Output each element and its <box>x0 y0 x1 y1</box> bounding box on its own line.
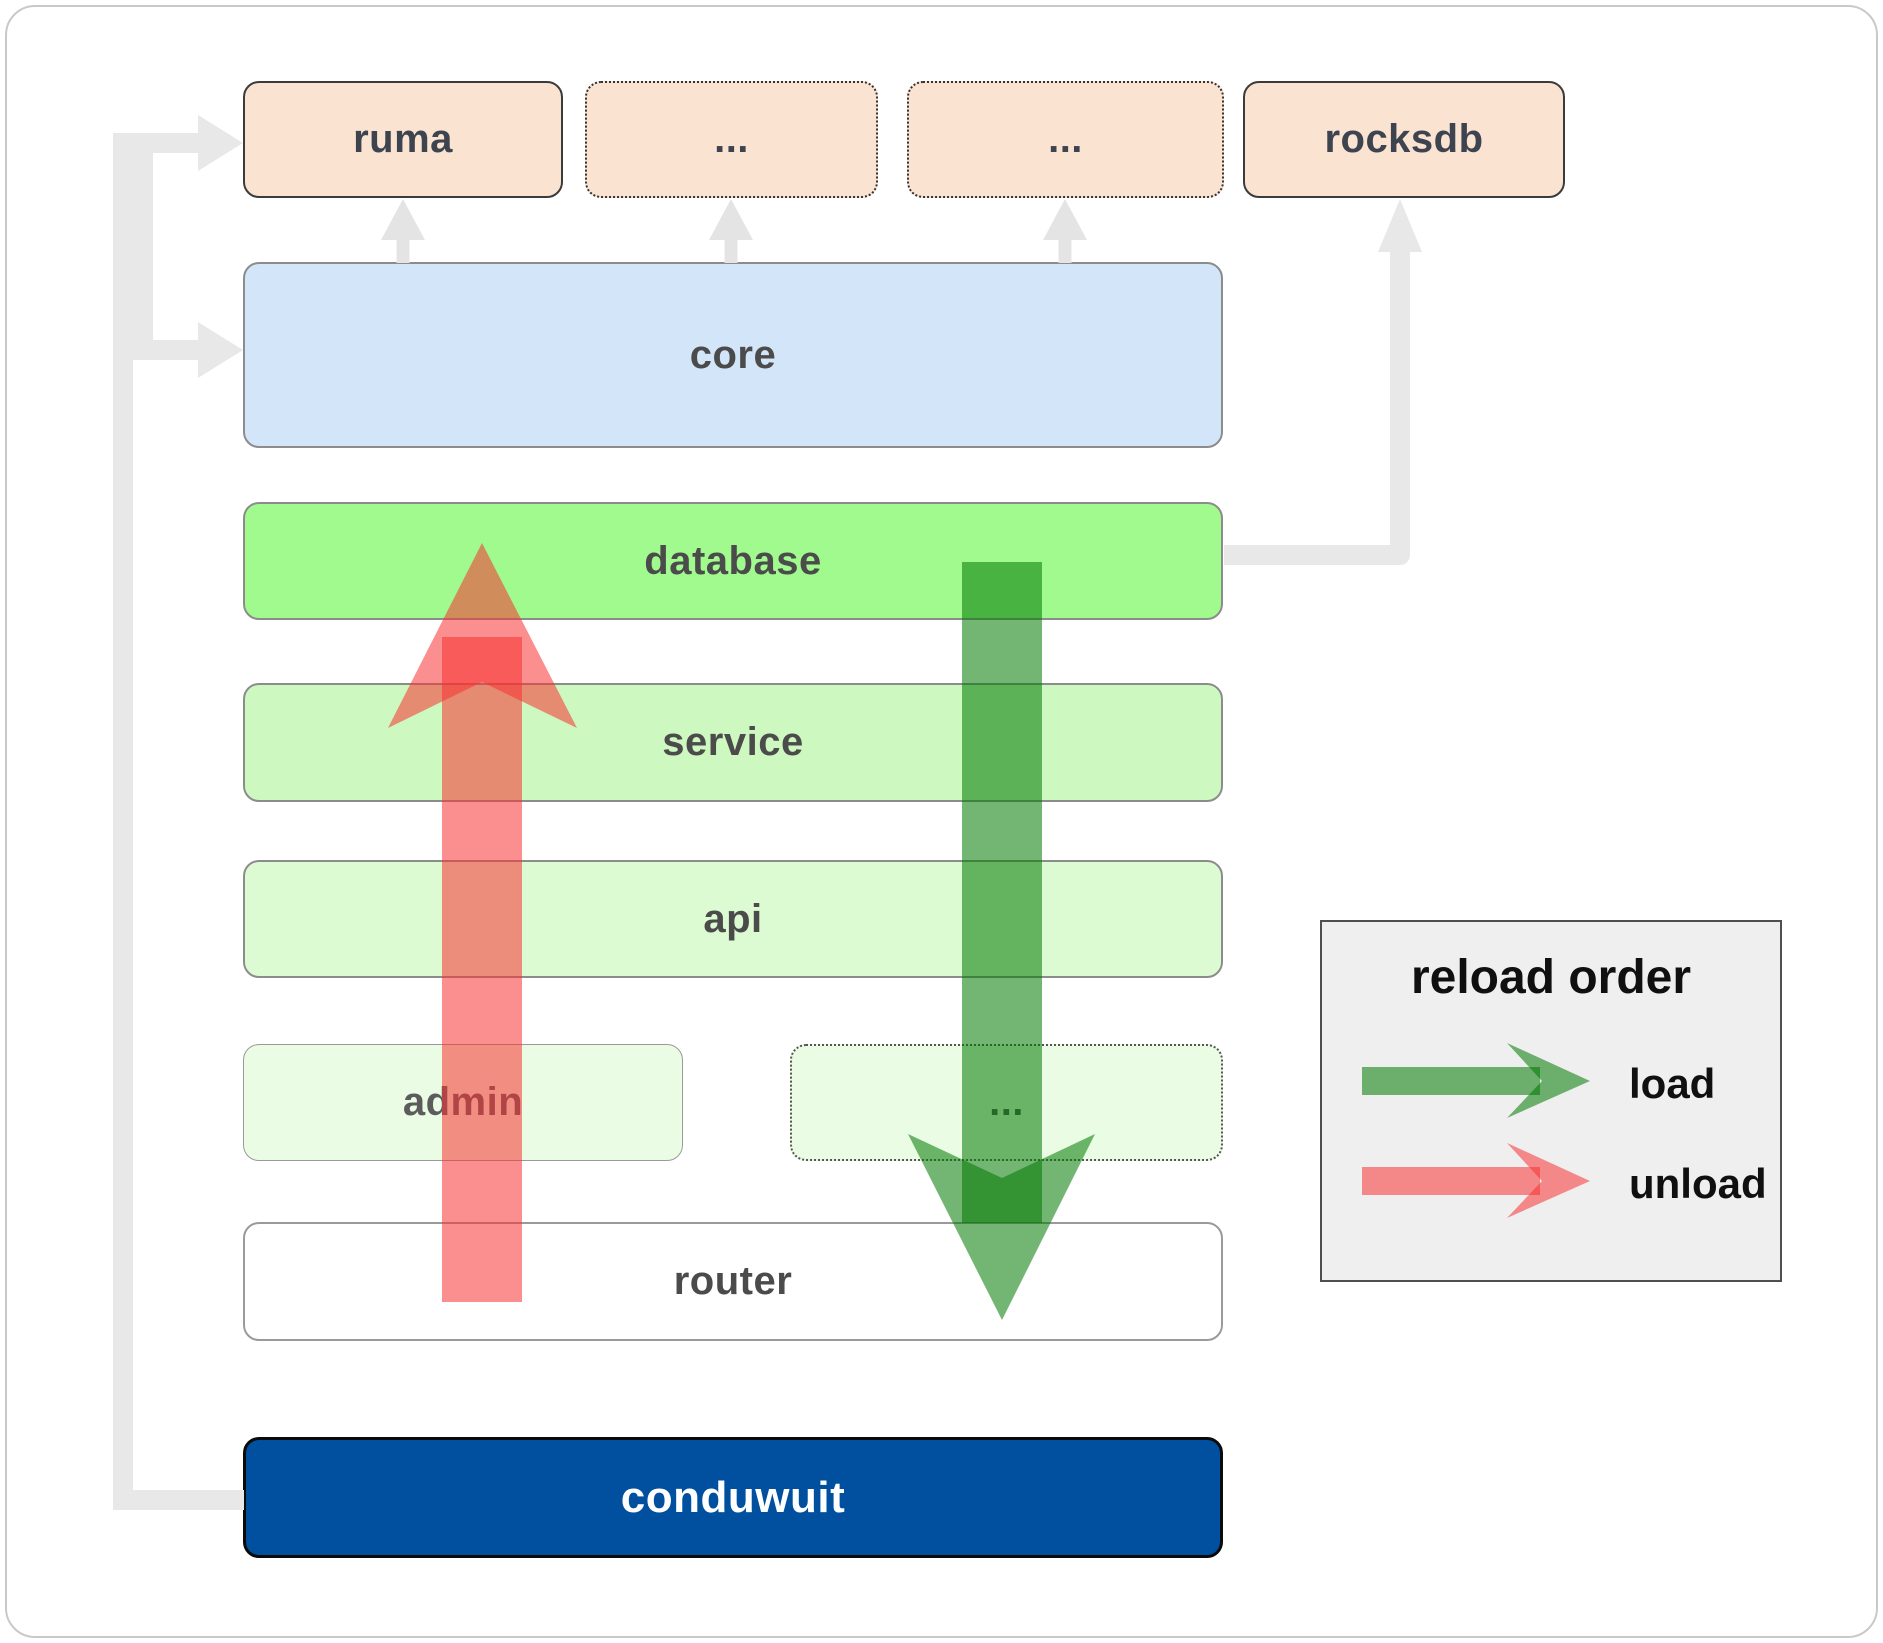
legend-unload-label: unload <box>1629 1160 1767 1207</box>
legend-title: reload order <box>1410 951 1692 1004</box>
node-api-label: api <box>703 896 763 941</box>
node-rocksdb-label: rocksdb <box>1324 117 1484 161</box>
node-ellipsis-2: ... <box>907 81 1224 198</box>
node-service-label: service <box>662 720 804 764</box>
node-conduwuit: conduwuit <box>243 1437 1223 1558</box>
node-ruma: ruma <box>243 81 563 198</box>
node-ruma-label: ruma <box>353 117 453 161</box>
node-admin-label: admin <box>402 1080 524 1124</box>
legend-reload-order: reload order load unload <box>1320 920 1782 1282</box>
node-api: api <box>243 860 1223 978</box>
node-ellipsis-1: ... <box>585 81 878 198</box>
node-router: router <box>243 1222 1223 1341</box>
node-router-label: router <box>673 1259 793 1303</box>
node-database: database <box>243 502 1223 620</box>
diagram-outer-border <box>5 5 1878 1638</box>
node-ellipsis-3: ... <box>790 1044 1223 1161</box>
node-ellipsis-3-label: ... <box>989 1080 1024 1124</box>
node-conduwuit-label: conduwuit <box>620 1472 846 1522</box>
legend-load-label: load <box>1629 1060 1716 1107</box>
node-core: core <box>243 262 1223 448</box>
node-ellipsis-2-label: ... <box>1048 117 1083 161</box>
node-rocksdb: rocksdb <box>1243 81 1565 198</box>
node-core-label: core <box>689 332 777 377</box>
node-admin: admin <box>243 1044 683 1161</box>
node-database-label: database <box>644 538 822 583</box>
node-ellipsis-1-label: ... <box>714 117 749 161</box>
node-service: service <box>243 683 1223 802</box>
